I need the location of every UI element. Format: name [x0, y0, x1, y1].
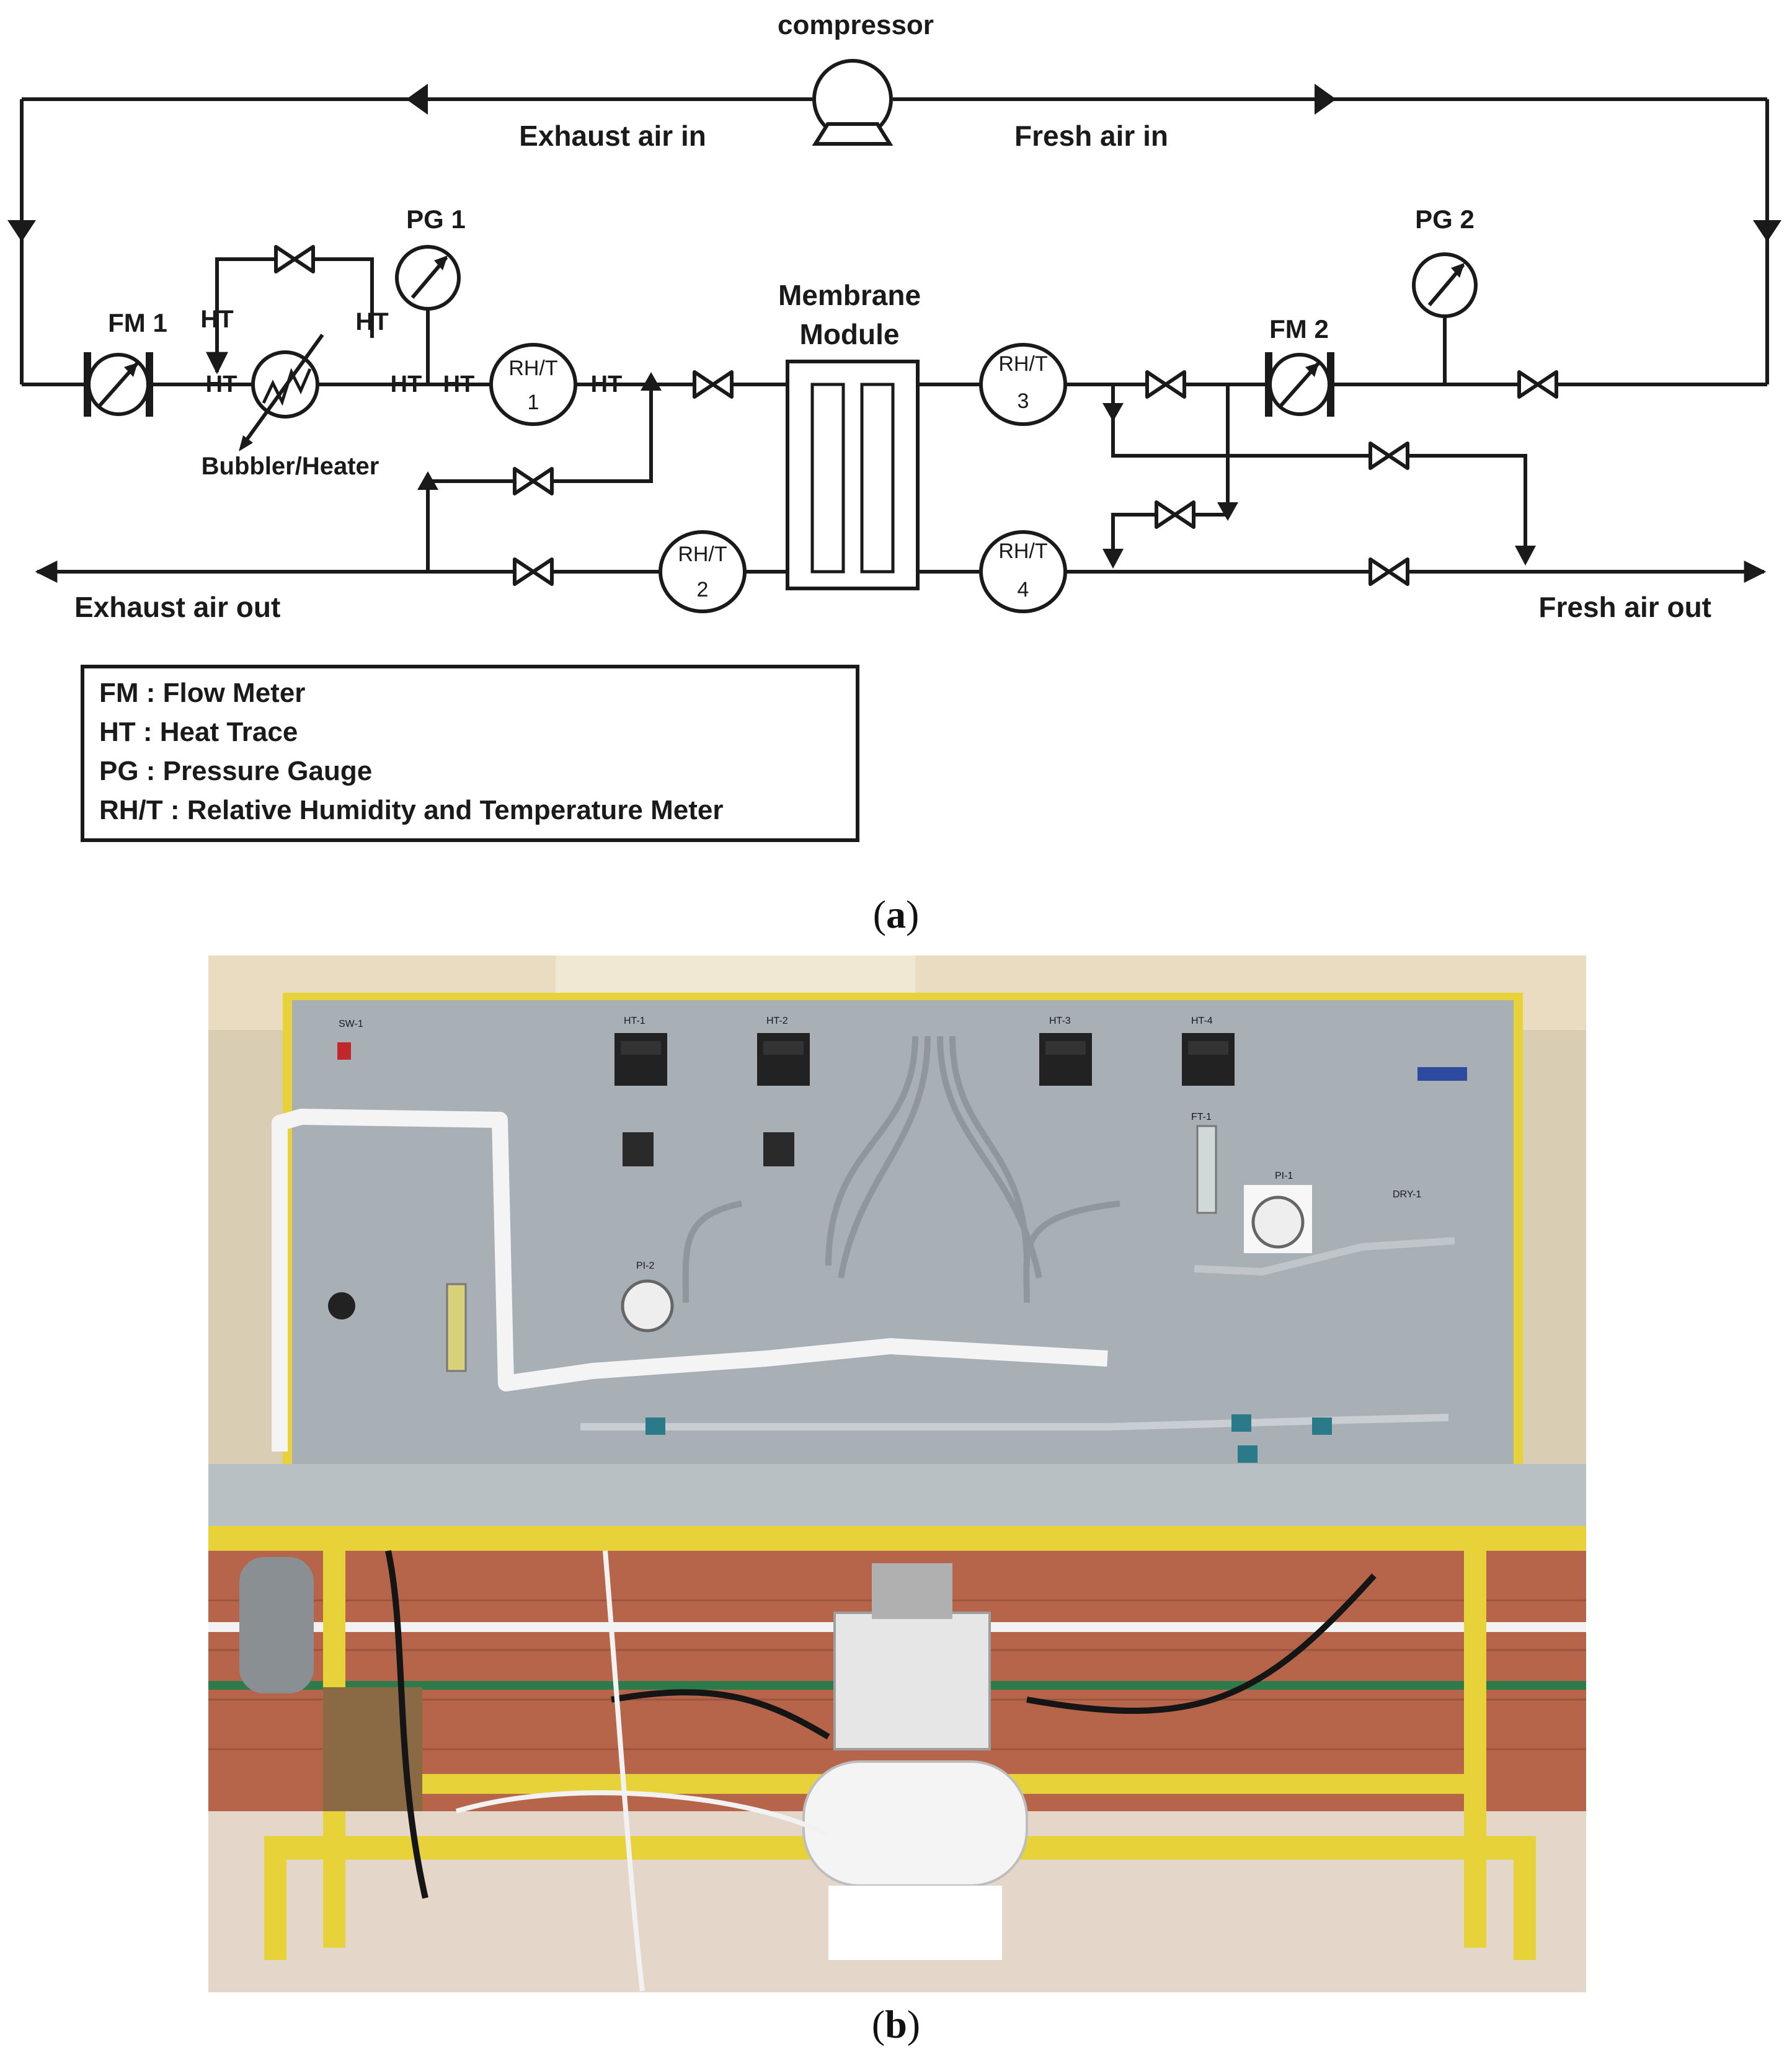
controller-ht4: HT-4 [1182, 1016, 1235, 1086]
flow-tube-ft1: FT-1 [1191, 1112, 1217, 1214]
ht-label-inline-4: HT [591, 371, 623, 397]
gauge-pi2: PI-2 [621, 1261, 674, 1333]
pg1-label: PG 1 [406, 205, 466, 234]
controller-ht2: HT-2 [757, 1016, 810, 1086]
caption-b: (b) [871, 2002, 921, 2046]
fresh-air-in-label: Fresh air in [1014, 120, 1168, 152]
photo-label-ft1: FT-1 [1191, 1112, 1212, 1122]
fresh-air-out-label: Fresh air out [1538, 591, 1711, 623]
rht4-label: RH/T [998, 539, 1047, 563]
fm2-label: FM 2 [1269, 314, 1329, 344]
relay-1 [623, 1132, 654, 1166]
fresh-valve-2-icon [1519, 372, 1556, 397]
bubbler-heater-icon [239, 334, 324, 451]
caption-b-letter: b [885, 2002, 907, 2046]
exhaust-air-in-label: Exhaust air in [519, 120, 706, 152]
water-tank [239, 1557, 314, 1693]
legend-item-fm: FM : Flow Meter [99, 678, 305, 708]
pg2-label: PG 2 [1415, 205, 1475, 234]
fresh-branch-a [1111, 384, 1527, 558]
relay-2 [763, 1132, 794, 1166]
rht3-label: RH/T [998, 352, 1047, 376]
exhaust-out-valve-icon [515, 559, 552, 584]
inlet-valve-icon [694, 372, 732, 397]
caption-a: (a) [872, 892, 920, 936]
experimental-setup-photo: SW-1 HT-1 HT-2 HT-3 HT-4 PI-2 PI-1 [208, 956, 1586, 1992]
rht2-label: RH/T [678, 543, 727, 566]
photo-label-pi1: PI-1 [1275, 1171, 1293, 1181]
legend-box: FM : Flow Meter HT : Heat Trace PG : Pre… [81, 665, 859, 842]
process-schematic: compressor Exhaust air in Fresh air in E… [7, 10, 1781, 842]
membrane-module-icon [786, 360, 920, 590]
membrane-label-line2: Module [800, 318, 900, 350]
metal-panel [283, 993, 1523, 1470]
caption-a-letter: a [886, 892, 906, 936]
compressor-icon [812, 59, 894, 146]
fresh-bypass-valve-icon [1156, 502, 1194, 527]
air-compressor-unit [802, 1563, 1028, 1960]
rht-meter-2-icon [659, 530, 747, 613]
ht-label-bypass-right: HT [355, 308, 388, 335]
switch-sw1 [337, 1042, 351, 1060]
fresh-valve-1-icon [1147, 372, 1184, 397]
flow-meter-1-icon [84, 352, 153, 417]
controller-ht1: HT-1 [614, 1016, 667, 1086]
pressure-gauge-2-icon [1412, 252, 1478, 318]
rht1-label: RH/T [508, 357, 557, 380]
pressure-gauge-1-icon [395, 245, 461, 311]
photo-label-pi2: PI-2 [636, 1261, 654, 1271]
photo-label-ht3: HT-3 [1049, 1016, 1071, 1026]
fresh-branch-b [1111, 384, 1230, 561]
bypass-valve-icon [276, 247, 313, 272]
recirc-valve-icon [515, 469, 552, 494]
photo-label-ht4: HT-4 [1191, 1016, 1213, 1026]
membrane-label-line1: Membrane [778, 279, 921, 311]
insulated-pipe [272, 1109, 1108, 1452]
dryer-pipe [1194, 1237, 1455, 1276]
compressor-label: compressor [778, 10, 934, 40]
fresh-branch-valve-icon [1370, 443, 1408, 468]
bubbler-bypass-line [215, 257, 374, 350]
controller-ht3: HT-3 [1039, 1016, 1092, 1086]
fm1-label: FM 1 [108, 308, 167, 337]
rht2-number: 2 [697, 578, 709, 601]
rotameter-left [446, 1283, 467, 1372]
photo-label-sw1: SW-1 [339, 1019, 363, 1029]
rht-meter-4-icon [979, 530, 1067, 613]
bubbler-heater-label: Bubbler/Heater [202, 453, 379, 480]
ht-label-inline-3: HT [443, 371, 475, 397]
ball-valve-handle [1417, 1067, 1467, 1081]
rht1-number: 1 [528, 391, 539, 414]
photo-label-ht2: HT-2 [766, 1016, 788, 1026]
flow-meter-2-icon [1265, 352, 1334, 417]
ht-label-inline-1: HT [206, 371, 237, 397]
rht3-number: 3 [1018, 389, 1029, 413]
exhaust-air-out-label: Exhaust air out [74, 591, 280, 623]
ht-label-inline-2: HT [391, 371, 422, 397]
photo-label-dry1: DRY-1 [1393, 1189, 1421, 1200]
rht-meter-3-icon [979, 343, 1067, 426]
rht4-number: 4 [1018, 578, 1029, 601]
black-knob [328, 1292, 355, 1320]
legend-item-pg: PG : Pressure Gauge [99, 756, 372, 786]
photo-label-ht1: HT-1 [624, 1016, 645, 1026]
ht-label-bypass-left: HT [200, 306, 233, 333]
gauge-pi1: PI-1 [1244, 1171, 1312, 1253]
legend-item-rht: RH/T : Relative Humidity and Temperature… [99, 795, 724, 825]
legend-item-ht: HT : Heat Trace [99, 717, 298, 747]
rht-meter-1-icon [489, 343, 577, 426]
fresh-out-valve-icon [1370, 559, 1408, 584]
